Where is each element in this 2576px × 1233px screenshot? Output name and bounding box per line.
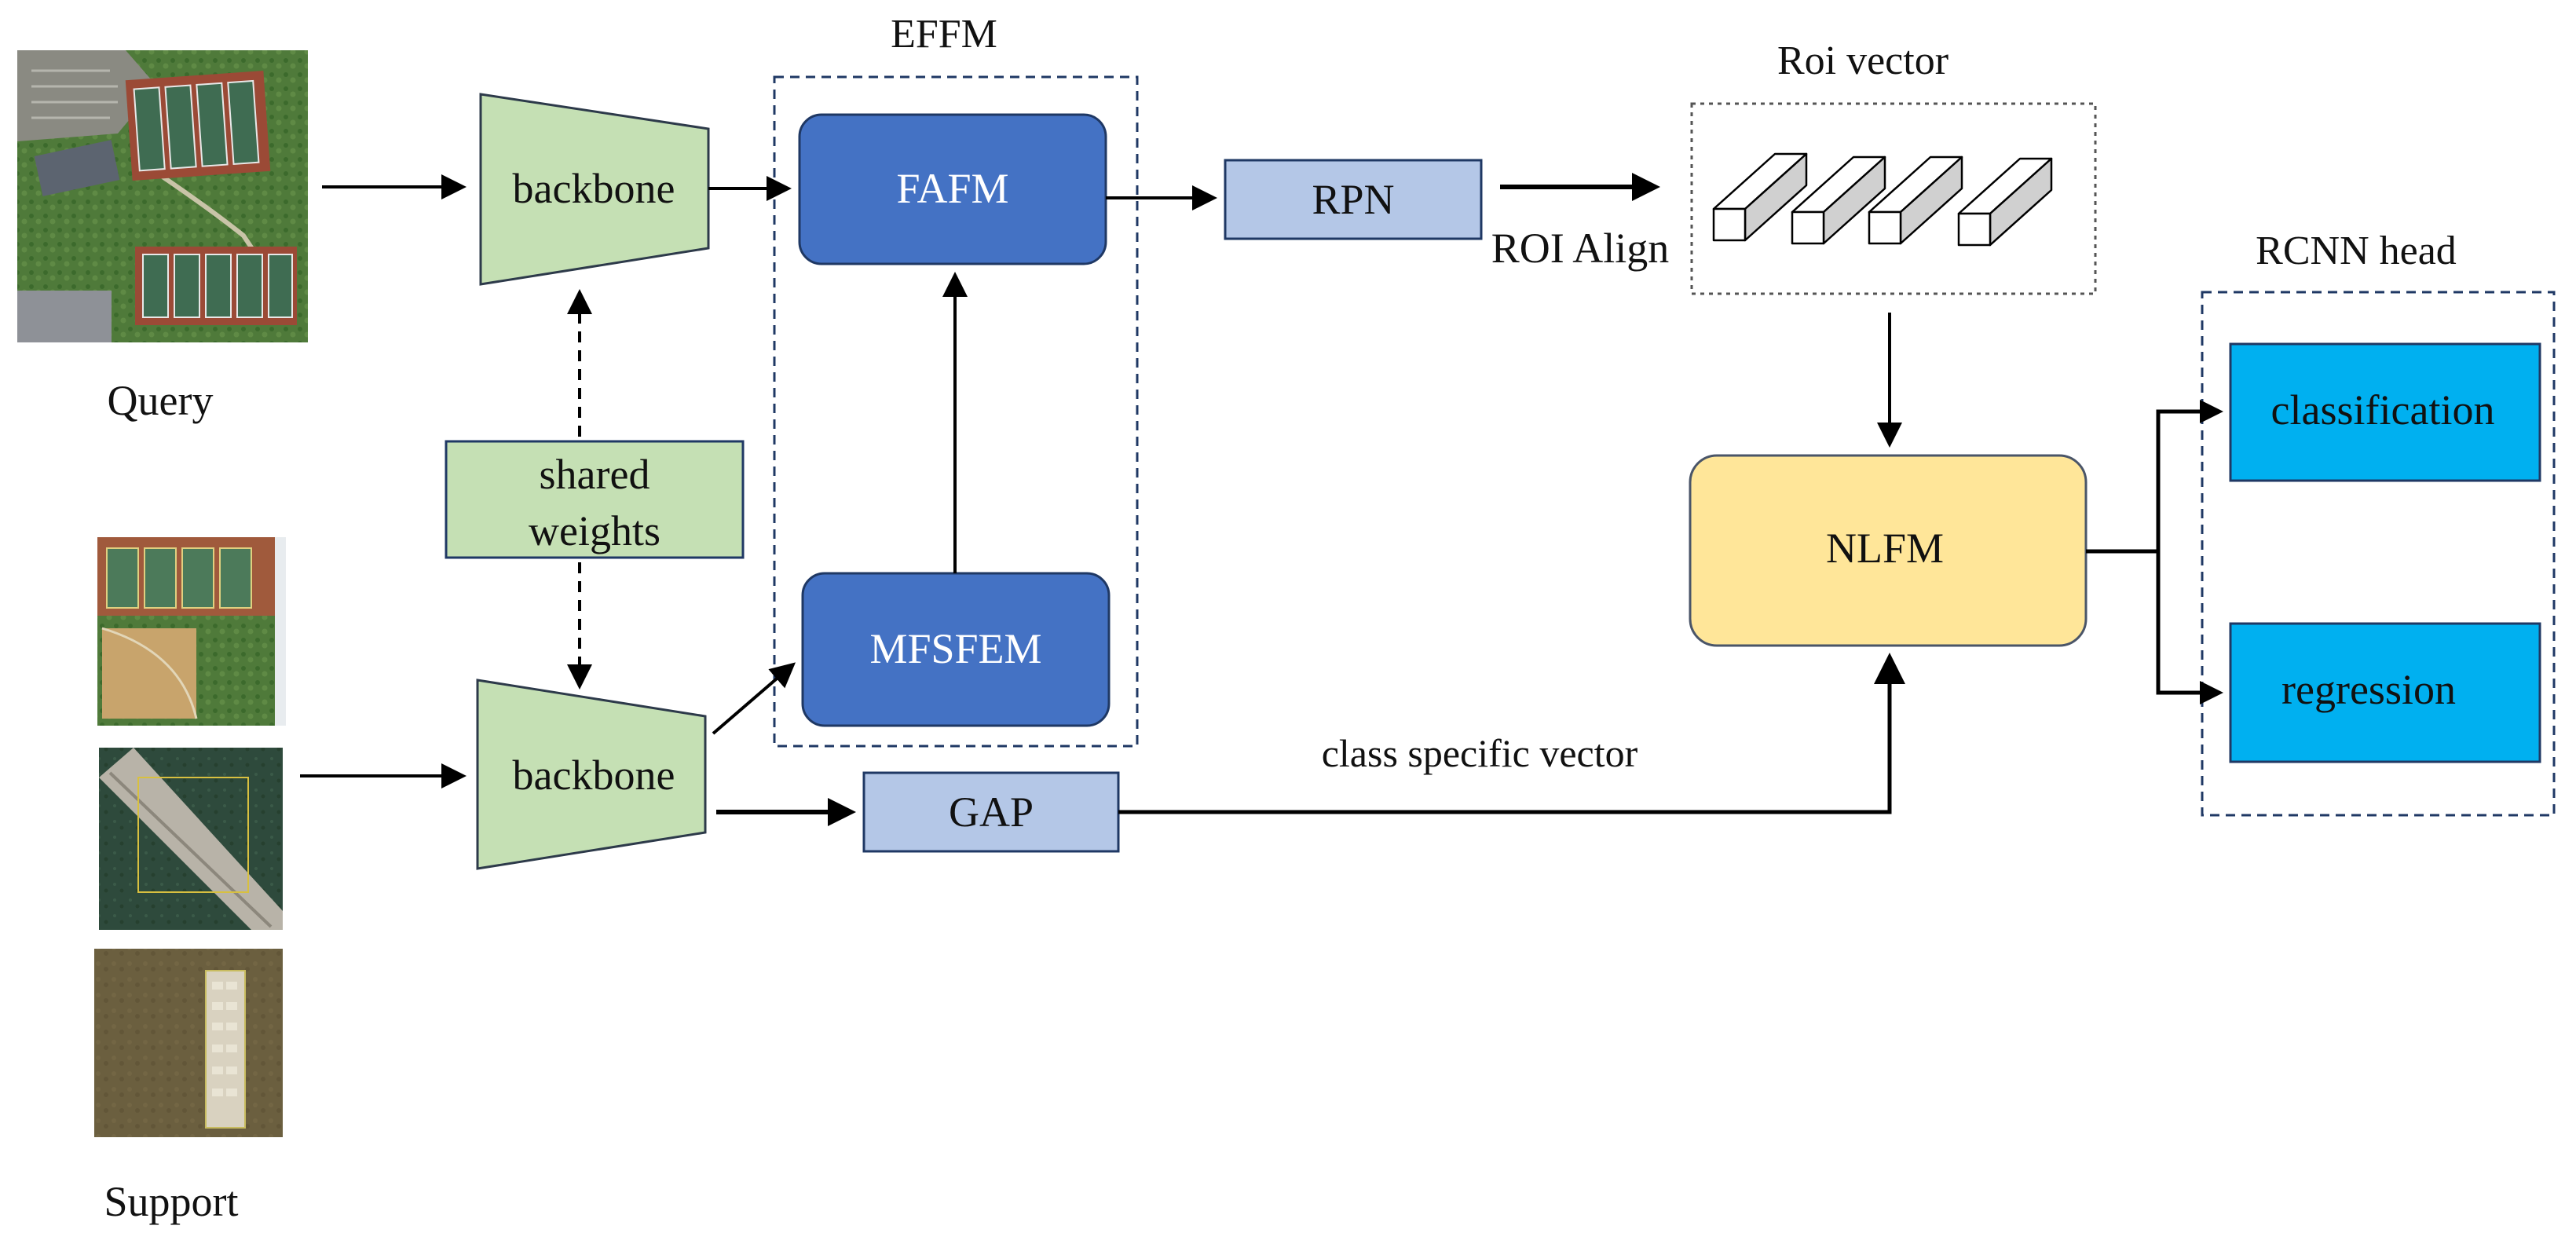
roi-cuboid-3 <box>1868 155 1963 245</box>
class-specific-vector-label: class specific vector <box>1322 731 1638 775</box>
roi-vector-group <box>1690 102 2097 295</box>
arrow-nlfm-to-classification <box>2156 400 2223 551</box>
support-image-tennis <box>97 537 286 726</box>
rpn-block <box>1224 159 1483 240</box>
query-label: Query <box>108 377 214 424</box>
backbone-support-block <box>476 679 707 870</box>
roi-cuboid-1 <box>1712 152 1808 242</box>
regression-label: regression <box>2281 666 2456 713</box>
arrow-gap-to-nlfm <box>1118 653 1905 814</box>
roi-cuboid-2 <box>1791 155 1886 245</box>
query-image <box>17 50 308 342</box>
rpn-label: RPN <box>1312 176 1394 223</box>
rcnn-head-group <box>2201 291 2556 817</box>
classification-block <box>2229 342 2541 482</box>
fafm-block <box>798 113 1107 265</box>
support-image-bridge <box>99 748 283 930</box>
support-label: Support <box>104 1178 238 1225</box>
arrow-backbone-to-mfsfem <box>712 662 796 735</box>
mfsfem-label: MFSFEM <box>869 625 1041 672</box>
backbone-support-label: backbone <box>513 752 675 799</box>
rcnn-head-title: RCNN head <box>2256 229 2457 273</box>
arrow-nlfm-to-regression <box>2156 551 2223 704</box>
nlfm-label: NLFM <box>1826 525 1944 572</box>
roi-vector-title: Roi vector <box>1777 38 1948 83</box>
roi-cuboid-4 <box>1957 157 2053 247</box>
regression-block <box>2229 622 2541 763</box>
gap-label: GAP <box>949 788 1034 836</box>
effm-title: EFFM <box>891 12 997 57</box>
classification-label: classification <box>2271 386 2495 434</box>
fafm-label: FAFM <box>896 165 1008 212</box>
backbone-query-label: backbone <box>513 165 675 212</box>
backbone-query-block <box>479 93 710 286</box>
roi-align-label: ROI Align <box>1491 225 1670 272</box>
shared-weights-block <box>445 440 745 559</box>
effm-group <box>773 75 1139 748</box>
shared-weights-label-line1: shared <box>540 451 650 498</box>
support-image-ship <box>94 949 283 1137</box>
connectors <box>300 173 2223 826</box>
shared-weights-label-line2: weights <box>529 507 660 554</box>
